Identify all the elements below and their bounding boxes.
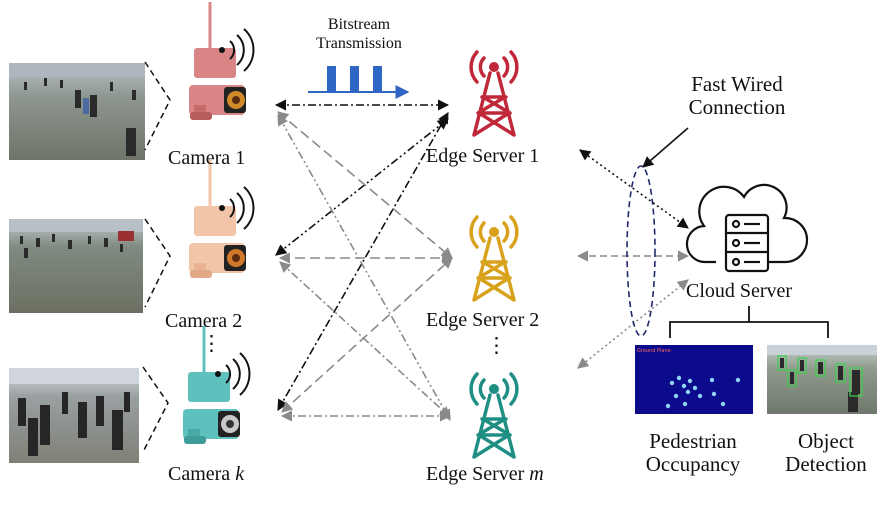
fast-wired-label-line2: Connection [688,95,786,119]
detection-view [767,345,877,414]
camera-view-2 [9,219,143,313]
tower-icon [469,372,519,459]
fast-wired-label-line1: Fast Wired [691,72,783,96]
bitstream-label-line1: Bitstream [327,16,391,33]
object-detection-line2: Detection [785,452,867,476]
edge-server-2-label-index: 2 [529,309,540,331]
wired-connection-pointer [642,127,689,168]
object-detection-label: Object Detection [766,430,885,476]
camera-2-label: Camera 2 [165,310,242,333]
camera-1-label-index: 1 [235,147,246,169]
edge-server-1-label: Edge Server 1 [426,145,539,168]
object-detection-line1: Object [798,429,854,453]
camera-k-label-prefix: Camera [168,463,236,485]
camera-icon [183,326,240,444]
camera-icon [189,2,246,120]
occupancy-map: Ground Plane [635,345,753,414]
tower-icon [469,215,519,302]
bitstream-label-line2: Transmission [316,35,402,52]
tower-icon [469,50,519,137]
edge-server-m-label-prefix: Edge Server [426,463,530,485]
edge-server-ellipsis: ⋮ [486,333,507,357]
edge-server-1-label-index: 1 [529,145,540,167]
camera-2-label-prefix: Camera [165,310,233,332]
camera-2-label-index: 2 [232,310,243,332]
edge-server-2-label-prefix: Edge Server [426,309,530,331]
edge-server-m-label-index: m [529,463,544,485]
fast-wired-label: Fast Wired Connection [665,73,809,119]
camera-edge-links [274,99,454,422]
wired-connection-ellipse [626,165,656,337]
output-bracket [669,321,829,338]
camera-view-1 [9,63,145,160]
camera-k-label: Camera k [168,463,244,486]
cloud-server-label: Cloud Server [686,280,793,302]
camera-view-k [9,368,139,463]
bitstream-label: Bitstream Transmission [300,15,418,53]
edge-server-m-label: Edge Server m [426,463,544,486]
cloud-server-icon [685,183,809,273]
bitstream-icon [308,66,410,99]
view-brackets [142,61,171,453]
edge-server-2-label: Edge Server 2 [426,309,539,332]
camera-1-label-prefix: Camera [168,147,236,169]
camera-1-label: Camera 1 [168,147,245,170]
camera-icon [189,160,246,278]
pedestrian-occupancy-label: Pedestrian Occupancy [628,430,758,476]
pedestrian-occupancy-line1: Pedestrian [649,429,737,453]
wifi-icon [215,28,255,396]
edge-server-1-label-prefix: Edge Server [426,145,530,167]
camera-k-label-index: k [235,463,245,485]
pedestrian-occupancy-line2: Occupancy [645,452,741,476]
camera-ellipsis: ⋮ [201,331,222,355]
occupancy-map-caption: Ground Plane [637,348,671,354]
